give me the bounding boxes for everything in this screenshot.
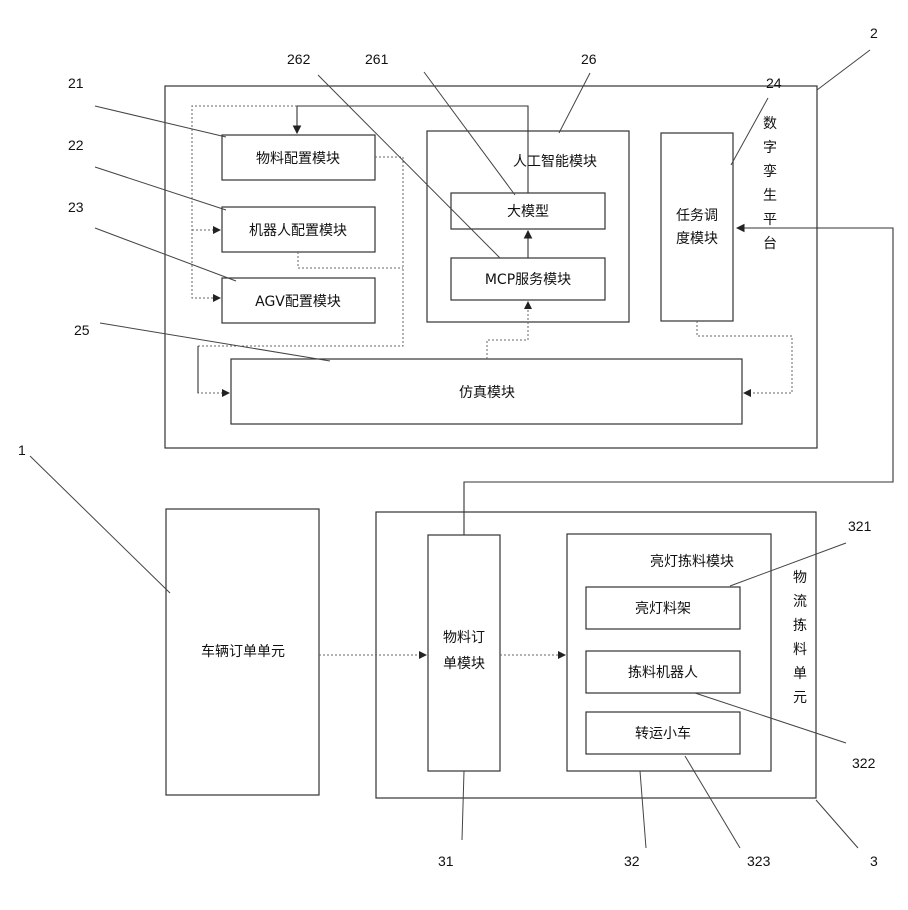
ai-module-label: 人工智能模块 (513, 154, 597, 170)
lg-title-char: 流 (793, 594, 807, 610)
dt-title-char: 生 (763, 188, 777, 204)
svg-text:单模块: 单模块 (443, 656, 485, 672)
lg-title-char: 物 (793, 570, 807, 586)
agv-config-label: AGV配置模块 (255, 294, 341, 310)
ref-22: 22 (68, 137, 84, 153)
mcp-service-label: MCP服务模块 (485, 272, 571, 288)
lg-title-char: 元 (793, 690, 807, 706)
transfer-cart-label: 转运小车 (635, 725, 691, 742)
ref-26: 26 (581, 51, 597, 67)
dt-title-char: 孪 (763, 163, 777, 180)
ref-23: 23 (68, 199, 84, 215)
robot-config-label: 机器人配置模块 (249, 223, 347, 239)
ref-322: 322 (852, 755, 876, 771)
lg-title-char: 拣 (793, 618, 807, 634)
material-order-box[interactable] (428, 535, 500, 771)
dt-title-char: 台 (763, 236, 777, 252)
vehicle-order-label: 车辆订单单元 (201, 643, 285, 660)
material-config-label: 物料配置模块 (256, 151, 340, 167)
task-dispatch-box[interactable] (661, 133, 733, 321)
lg-title-char: 料 (793, 642, 807, 658)
lg-title-char: 单 (793, 666, 807, 682)
dt-title-char: 数 (763, 116, 777, 132)
large-model-label: 大模型 (507, 204, 549, 220)
svg-text:任务调: 任务调 (676, 208, 718, 224)
ref-24: 24 (766, 75, 782, 91)
ref-261: 261 (365, 51, 389, 67)
svg-text:物料订: 物料订 (443, 630, 485, 646)
ref-1: 1 (18, 442, 26, 458)
ref-262: 262 (287, 51, 311, 67)
svg-text:度模块: 度模块 (676, 231, 718, 247)
picking-robot-label: 拣料机器人 (628, 665, 698, 681)
ref-3: 3 (870, 853, 878, 869)
ref-21: 21 (68, 75, 84, 91)
ref-25: 25 (74, 322, 90, 338)
light-rack-label: 亮灯料架 (635, 600, 691, 617)
ref-323: 323 (747, 853, 771, 869)
ref-32: 32 (624, 853, 640, 869)
dt-title-char: 平 (763, 212, 777, 228)
simulation-label: 仿真模块 (459, 385, 515, 401)
ref-321: 321 (848, 518, 872, 534)
ref-2: 2 (870, 25, 878, 41)
dt-title-char: 字 (763, 140, 777, 156)
ref-31: 31 (438, 853, 454, 869)
light-picking-label: 亮灯拣料模块 (650, 553, 734, 570)
